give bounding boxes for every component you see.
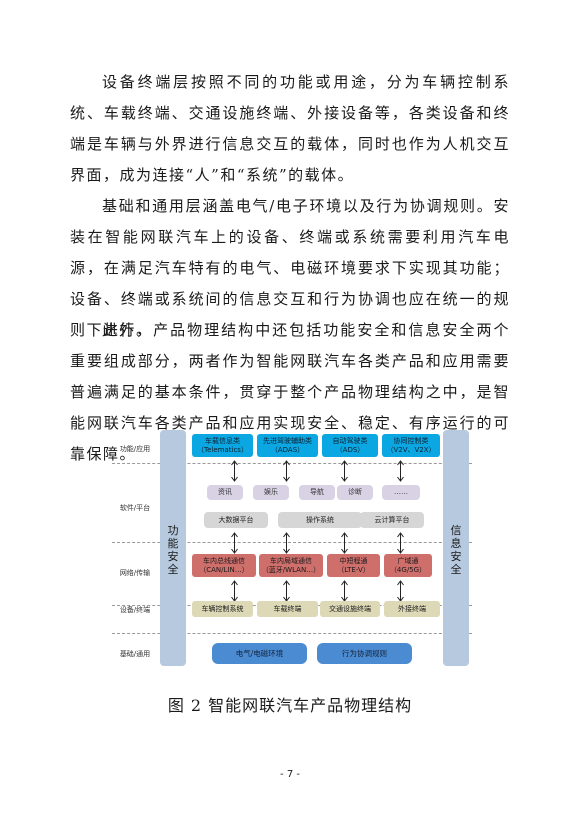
pillar-text: 信息安全 [450, 524, 462, 576]
information-security-pillar: 信息安全 [443, 430, 469, 666]
device-box-external: 外接终端 [384, 601, 440, 617]
double-arrow-icon [230, 580, 239, 602]
double-arrow-icon [340, 460, 349, 482]
pillar-text: 功能安全 [167, 524, 179, 576]
box-line1: 自动驾驶类 [332, 436, 368, 445]
double-arrow-icon [230, 532, 239, 554]
base-box-behavior-rules: 行为协调规则 [317, 643, 412, 664]
box-line1: 协同控制类 [393, 436, 429, 445]
layer-separator [112, 463, 472, 464]
network-box-short-range: 中短程通 （LTE-V） [327, 554, 380, 577]
page-number: - 7 - [280, 769, 300, 780]
box-line1: 车内总线通信 [203, 556, 245, 565]
box-line1: 广域通 [397, 556, 419, 565]
function-box-v2x: 协同控制类 （V2V、V2X） [382, 434, 440, 457]
platform-box-bigdata: 大数据平台 [204, 512, 268, 528]
layer-separator [112, 633, 472, 634]
figure-caption: 图 2 智能网联汽车产品物理结构 [167, 696, 413, 715]
layer-label-device: 设备/终端 [119, 606, 151, 614]
network-box-wide-area: 广域通 （4G/5G） [384, 554, 432, 577]
paragraph-device-layer: 设备终端层按照不同的功能或用途，分为车辆控制系统、车载终端、交通设施终端、外接设… [70, 73, 510, 184]
double-arrow-icon [340, 532, 349, 554]
box-line2: （LTE-V） [337, 565, 370, 574]
functional-safety-label: 功能安全 [160, 524, 186, 576]
software-box-navigation: 导航 [299, 485, 335, 500]
layer-separator [112, 542, 472, 543]
double-arrow-icon [340, 580, 349, 602]
double-arrow-icon [396, 532, 405, 554]
paragraph-base-layer: 基础和通用层涵盖电气/电子环境以及行为协调规则。安装在智能网联汽车上的设备、终端… [70, 197, 510, 339]
layer-label-base: 基础/通用 [119, 650, 151, 658]
function-box-telematics: 车载信息类 （Telematics） [192, 434, 253, 457]
software-box-more: …… [382, 485, 420, 500]
paragraph-safety: 此外，产品物理结构中还包括功能安全和信息安全两个重要组成部分，两者作为智能网联汽… [70, 321, 510, 463]
device-box-onboard-terminal: 车载终端 [257, 601, 318, 617]
box-line1: 先进驾驶辅助类 [263, 436, 312, 445]
software-box-entertainment: 娱乐 [253, 485, 289, 500]
box-line1: 中短程通 [339, 556, 368, 565]
function-box-adas: 先进驾驶辅助类 （ADAS） [257, 434, 318, 457]
box-line2: （Telematics） [197, 445, 248, 454]
product-structure-diagram: 功能/应用 软件/平台 网络/传输 设备/终端 基础/通用 功能安全 信息安全 … [112, 430, 472, 668]
double-arrow-icon [396, 580, 405, 602]
function-box-ads: 自动驾驶类 （ADS） [322, 434, 378, 457]
layer-label-function: 功能/应用 [119, 445, 151, 453]
functional-safety-pillar: 功能安全 [160, 430, 186, 666]
double-arrow-icon [396, 460, 405, 482]
base-box-electrical: 电气/电磁环境 [212, 643, 307, 664]
box-line2: （蓝牙/WLAN…） [261, 565, 321, 574]
box-line2: （ADS） [335, 445, 365, 454]
box-line2: （V2V、V2X） [386, 445, 436, 454]
software-box-diagnosis: 诊断 [337, 485, 373, 500]
box-line1: 车载信息类 [205, 436, 240, 445]
layer-label-network: 网络/传输 [119, 569, 151, 577]
platform-box-os: 操作系统 [278, 512, 362, 528]
network-box-bus: 车内总线通信 （CAN/LIN…） [192, 554, 256, 577]
software-box-info: 资讯 [207, 485, 243, 500]
device-box-vehicle-control: 车辆控制系统 [192, 601, 253, 617]
double-arrow-icon [282, 532, 291, 554]
layer-label-software: 软件/平台 [119, 504, 151, 512]
box-line1: 车内局域通信 [270, 556, 312, 565]
box-line2: （4G/5G） [389, 565, 427, 574]
box-line2: （ADAS） [270, 445, 305, 454]
double-arrow-icon [230, 460, 239, 482]
platform-box-cloud: 云计算平台 [360, 512, 424, 528]
network-box-local: 车内局域通信 （蓝牙/WLAN…） [259, 554, 323, 577]
information-security-label: 信息安全 [443, 524, 469, 576]
device-box-traffic-facility: 交通设施终端 [320, 601, 380, 617]
double-arrow-icon [282, 460, 291, 482]
box-line2: （CAN/LIN…） [199, 565, 249, 574]
double-arrow-icon [282, 580, 291, 602]
